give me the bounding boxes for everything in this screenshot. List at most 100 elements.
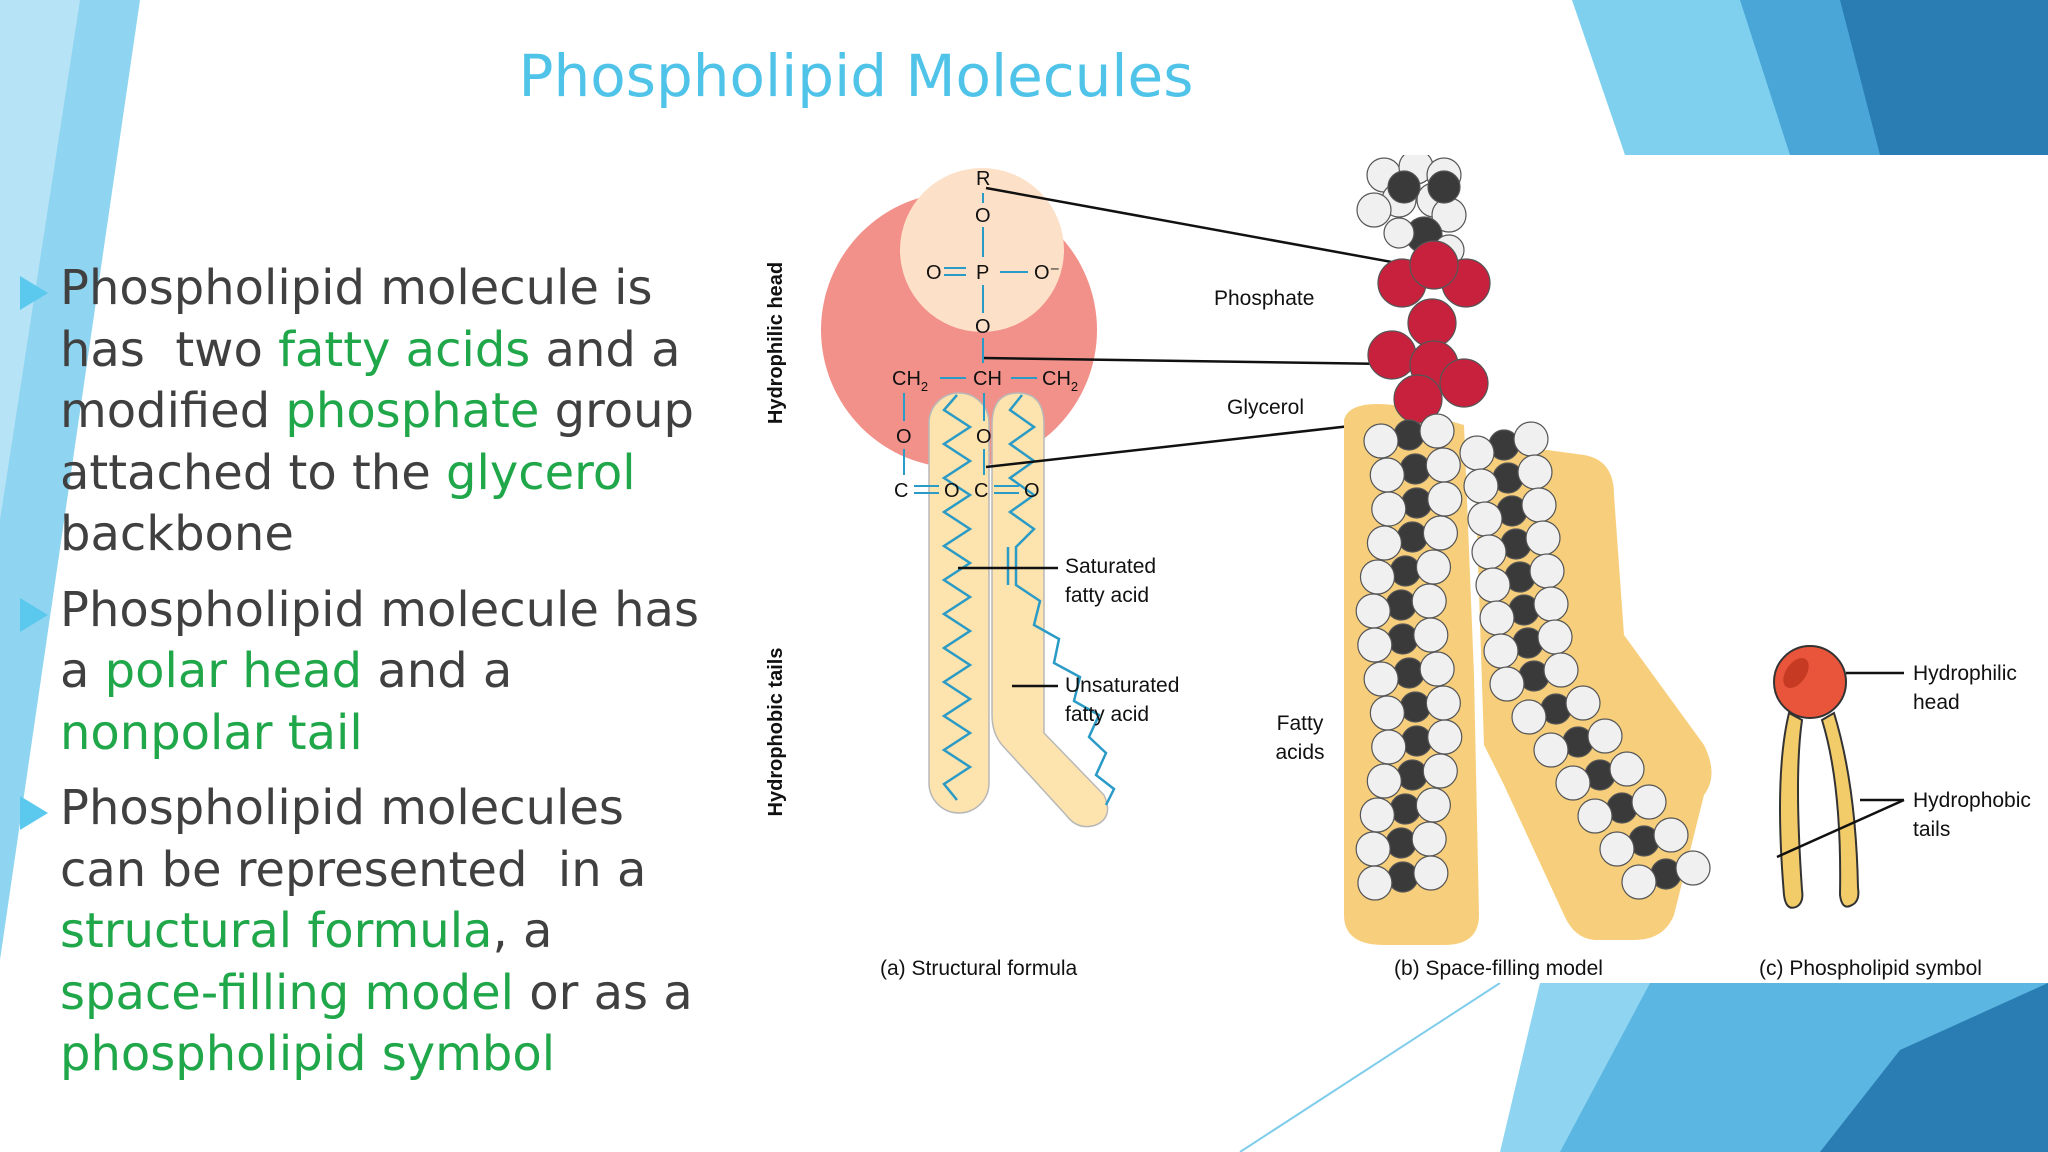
hydrogen-atom (1359, 797, 1395, 833)
phosphorus-atom: P (976, 262, 989, 284)
text-run: Phospholipid molecule has a (60, 581, 699, 700)
highlight-space-filling-model: space-filling model (60, 964, 514, 1021)
hydrogen-atom (1369, 695, 1405, 731)
bullet-arrow-icon (20, 597, 48, 632)
hydrogen-atom (1419, 413, 1455, 449)
hydrogen-atom (1366, 525, 1403, 561)
carbon-atom (1385, 827, 1417, 859)
hydrogen-atom (1517, 454, 1553, 490)
bullet-item: Phospholipid molecule has a polar head a… (20, 580, 720, 765)
hydrogen-atom (1577, 798, 1613, 834)
bullet-text: Phospholipid molecule is has two fatty a… (60, 258, 720, 566)
text-run: Phospholipid molecule is has two (60, 260, 653, 378)
hydrogen-atom (1537, 619, 1573, 655)
carbon-atom (1427, 170, 1461, 204)
hydrophobic-tails-pointer (1776, 798, 1905, 859)
hydrogen-atom (1357, 627, 1393, 663)
bullet-arrow-icon (20, 276, 48, 310)
carbon-atom (1387, 861, 1419, 893)
unsaturated-tail-shape (991, 392, 1109, 828)
figure-panel: Hydrophilic head Hydrophobic tails R O O… (744, 155, 2048, 983)
glycerol-label: Glycerol (1227, 396, 1304, 419)
hydrogen-atom (1609, 751, 1645, 787)
text-run: , a (492, 903, 553, 959)
carbon-atom (1389, 793, 1421, 825)
oxygen-atom: O (896, 426, 912, 448)
oxygen-atom (1367, 330, 1417, 380)
hydrogen-atom (1371, 729, 1407, 765)
symbol-tail-left (1779, 711, 1804, 909)
hydrogen-atom (1363, 661, 1399, 697)
ester-pointer (985, 418, 1405, 469)
oxygen-atom: O (975, 316, 991, 338)
bullet-list: Phospholipid molecule is has two fatty a… (20, 258, 720, 1100)
hydrogen-atom (1355, 831, 1391, 867)
hydrogen-atom (1371, 491, 1407, 527)
hydrogen-atom (1422, 753, 1458, 789)
structural-formula: R O O P O⁻ O CH2 CH CH2 O O C O C O Satu… (821, 168, 1179, 980)
symbol-tail-right (1820, 711, 1860, 908)
bullet-item: Phospholipid molecule is has two fatty a… (20, 258, 720, 566)
hydrogen-atom (1369, 457, 1405, 493)
carbon-atom (1401, 487, 1433, 519)
phosphate-label: Phosphate (1214, 287, 1314, 310)
hydrogen-atom (1356, 192, 1392, 228)
hydrogen-atom (1621, 864, 1657, 900)
hydrophobic-tails-side-label: Hydrophobic tails (765, 648, 787, 817)
carbon-atom (1401, 725, 1433, 757)
carbon-atom (1387, 170, 1421, 204)
highlight-nonpolar-tail: nonpolar tail (60, 704, 363, 761)
carbon-atom (1399, 453, 1431, 485)
hydrogen-atom (1513, 421, 1549, 457)
highlight-glycerol: glycerol (446, 444, 636, 501)
highlight-structural-formula: structural formula (60, 903, 493, 959)
highlight-phospholipid-symbol: phospholipid symbol (60, 1026, 556, 1082)
carbon-atom (1396, 521, 1429, 553)
bullet-text: Phospholipid molecule has a polar head a… (60, 580, 720, 765)
text-run: and a modified (60, 321, 681, 440)
oxygen-atom: O (975, 205, 991, 227)
hydrogen-atom (1489, 666, 1525, 702)
hydrogen-atom (1463, 468, 1499, 504)
top-right-accent-dark (1840, 0, 2048, 155)
highlight-polar-head: polar head (104, 643, 363, 699)
carbon-atom: C (894, 480, 908, 502)
text-run: and a (377, 643, 513, 699)
hydrogen-atom (1587, 718, 1623, 754)
hydrogen-atom (1415, 787, 1451, 823)
ch2-group-left: CH2 (892, 368, 928, 394)
hydrogen-atom (1675, 850, 1711, 886)
carbon-atom (1387, 623, 1419, 655)
highlight-phosphate: phosphate (285, 383, 540, 439)
hydrogen-atom (1357, 865, 1393, 901)
oxygen-atom (1407, 298, 1457, 348)
oxygen-atom: O (926, 262, 942, 284)
hydrogen-atom (1383, 217, 1415, 249)
saturated-chain (941, 394, 973, 801)
hydrogen-atom (1422, 515, 1459, 551)
hydrogen-atom (1521, 487, 1557, 523)
slide-title: Phospholipid Molecules (518, 42, 1194, 110)
hydrogen-atom (1359, 559, 1396, 595)
hydrogen-atom (1565, 685, 1601, 721)
phospholipid-figure: Hydrophilic head Hydrophobic tails R O O… (765, 155, 2031, 980)
ch-group: CH (973, 368, 1002, 390)
r-group-label: R (976, 168, 990, 190)
oxygen-atom: O (976, 426, 992, 448)
hydrogen-atom (1533, 732, 1569, 768)
text-run: group attached to the (60, 383, 695, 501)
hydrogen-atom (1411, 821, 1447, 857)
ch2-group-right: CH2 (1042, 368, 1078, 394)
hydrogen-atom (1467, 501, 1503, 537)
hydrogen-atom (1366, 763, 1402, 799)
hydrophilic-head-side-label: Hydrophilic head (765, 262, 787, 424)
text-run: or as a (529, 964, 693, 1021)
caption-phospholipid-symbol: (c) Phospholipid symbol (1759, 957, 1982, 980)
hydrogen-atom (1413, 855, 1449, 891)
carbon-atom (1385, 589, 1417, 621)
